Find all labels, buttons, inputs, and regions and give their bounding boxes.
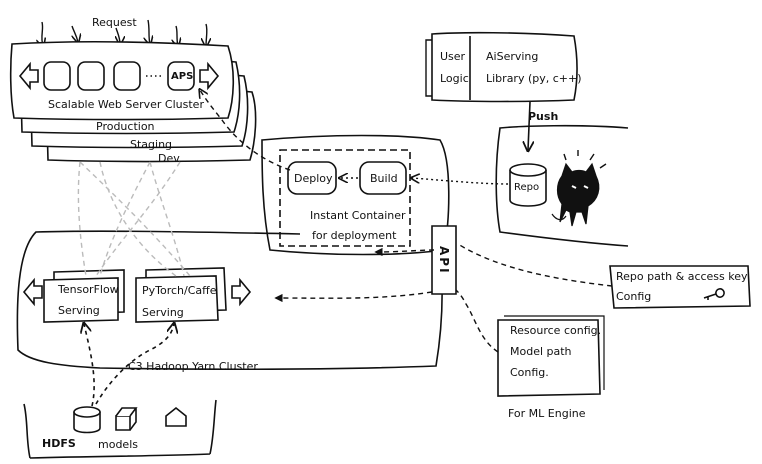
- api-label: API: [437, 245, 451, 275]
- deploy-box: [287, 161, 337, 195]
- for-ml-engine-label: For ML Engine: [508, 407, 586, 420]
- cluster-to-serving-lines: [77, 161, 191, 277]
- server-node: [77, 61, 105, 91]
- web-arrow-left-icon: [18, 61, 39, 91]
- server-node: [113, 61, 141, 91]
- resource-config-to-api-line: [455, 289, 499, 353]
- production-label: Production: [96, 120, 155, 133]
- user-label: User: [440, 50, 466, 63]
- repo-label: Repo: [514, 182, 540, 193]
- scalable-web-cluster-label: Scalable Web Server Cluster: [48, 98, 204, 111]
- deploy-to-aps-arrow: [200, 90, 291, 171]
- config-label: Config: [616, 290, 652, 303]
- hdfs-to-pytorch-arrow: [95, 324, 174, 405]
- model-house-icon: [165, 406, 187, 427]
- pytorch-serving-label: Serving: [142, 306, 184, 319]
- aiserving-label: AiServing: [486, 50, 539, 63]
- for-deployment-label: for deployment: [312, 229, 397, 242]
- api-to-hadoop-arrow: [274, 291, 433, 303]
- repo-region: [495, 124, 629, 247]
- resource-config-label: Resource config.: [510, 324, 602, 337]
- hadoop-arrow-right-icon: [231, 277, 252, 307]
- tensorflow-serving-label: Serving: [58, 304, 100, 317]
- repo-config-box: [609, 265, 751, 309]
- user-logic-box: [431, 31, 578, 103]
- key-icon: [703, 288, 725, 300]
- serving-boxes: [43, 267, 227, 323]
- aps-label: APS: [171, 71, 194, 82]
- config2-label: Config.: [510, 366, 549, 379]
- push-label: Push: [528, 110, 559, 123]
- api-box: [431, 225, 457, 295]
- model-cube-icon: [115, 407, 138, 431]
- library-label: Library (py, c++): [486, 72, 582, 85]
- server-nodes: [18, 61, 220, 91]
- hdfs-label: HDFS: [42, 437, 76, 450]
- instant-container-label: Instant Container: [310, 209, 406, 222]
- repo-config-to-api-line: [457, 243, 613, 287]
- server-node: [43, 61, 71, 91]
- instant-container-box: [279, 149, 411, 247]
- github-cat-icon: [551, 150, 607, 227]
- build-label: Build: [370, 172, 398, 185]
- api-to-container-arrow: [374, 247, 435, 257]
- aps-node: [167, 61, 195, 91]
- repo-cylinder-icon: [509, 163, 547, 207]
- models-label: models: [98, 438, 138, 451]
- hdfs-to-tensorflow-arrow: [84, 324, 95, 407]
- hdfs-region: [23, 399, 217, 459]
- hadoop-cluster-label: C3 Hadoop Yarn Cluster: [128, 360, 258, 373]
- pytorch-serving-box: [135, 275, 219, 323]
- tensorflow-label: TensorFlow: [58, 283, 119, 296]
- tensorflow-serving-box: [43, 277, 119, 323]
- hadoop-arrow-left-icon: [22, 277, 43, 307]
- staging-label: Staging: [130, 138, 173, 151]
- hadoop-cluster-region: [16, 230, 443, 371]
- hadoop-arrows: [22, 277, 252, 307]
- repo-path-label: Repo path & access key: [616, 270, 748, 283]
- repo-to-build-arrow: [412, 178, 509, 185]
- request-label: Request: [92, 16, 137, 29]
- resource-config-box: [497, 319, 601, 397]
- pytorch-caffe-label: PyTorch/Caffe: [142, 284, 217, 297]
- logic-label: Logic: [440, 72, 469, 85]
- dev-label: Dev: [158, 152, 180, 165]
- hdfs-cylinder-icon: [73, 406, 101, 434]
- build-box: [359, 161, 407, 195]
- model-path-label: Model path: [510, 345, 572, 358]
- deploy-label: Deploy: [294, 172, 333, 185]
